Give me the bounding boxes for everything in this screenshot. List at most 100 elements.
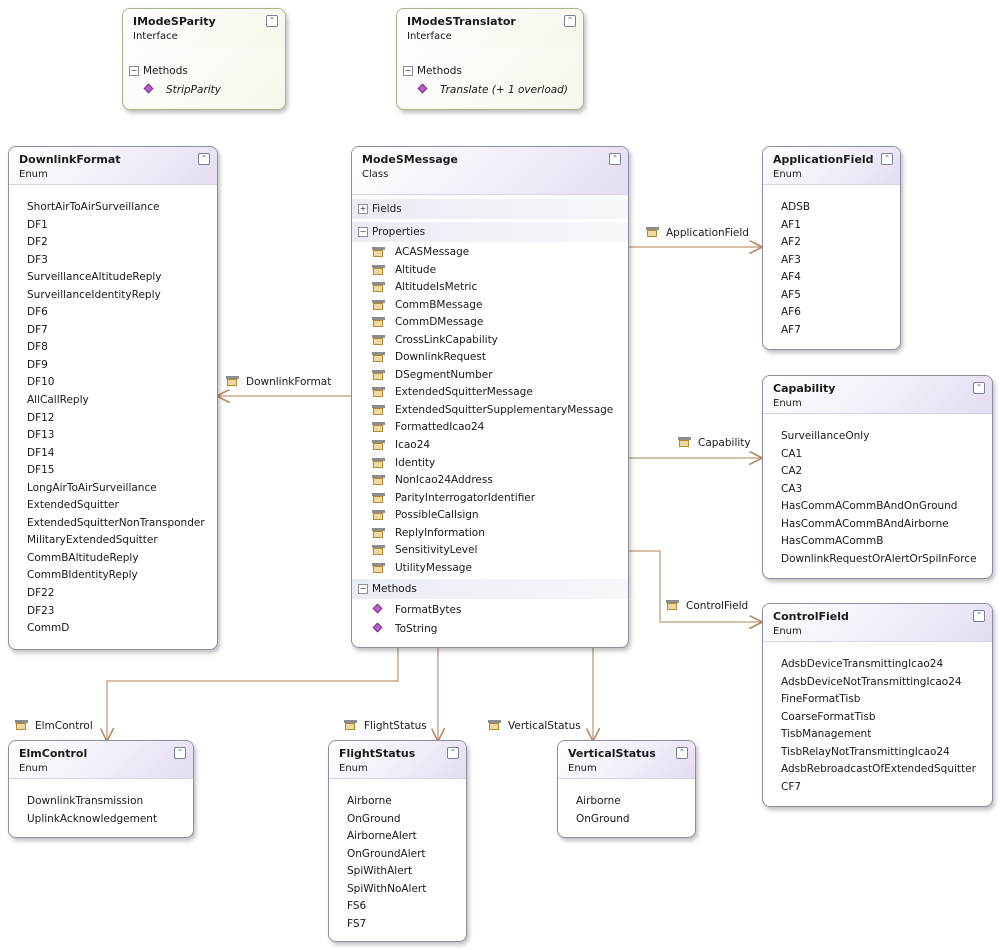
enum-value: AF5 (781, 288, 801, 301)
enum-title: ControlField (773, 610, 849, 623)
method-item: ToString (352, 620, 628, 639)
enum-value: DF23 (27, 604, 55, 617)
property-icon (226, 376, 239, 387)
enum-value: DF13 (27, 429, 55, 442)
label-capability: Capability (678, 435, 751, 451)
enum-capability[interactable]: Capability Enum ⌃ SurveillanceOnly CA1 C… (762, 375, 993, 579)
enum-vertical-status[interactable]: VerticalStatus Enum ⌃ Airborne OnGround (557, 740, 696, 838)
enum-value: FineFormatTisb (781, 693, 861, 706)
enum-value: DF1 (27, 218, 48, 231)
enum-flight-status[interactable]: FlightStatus Enum ⌃ Airborne OnGround Ai… (328, 740, 467, 942)
methods-section[interactable]: − Methods (352, 579, 628, 600)
interface-imodesparity[interactable]: IModeSParity Interface ⌃ − Methods Strip… (122, 8, 286, 110)
label-control-field: ControlField (666, 598, 748, 614)
property-icon (344, 720, 357, 731)
enum-value: DF7 (27, 323, 48, 336)
enum-value: CA1 (781, 447, 803, 460)
enum-value: DF15 (27, 464, 55, 477)
enum-value: AF2 (781, 236, 801, 249)
chevron-up-icon[interactable]: ⌃ (198, 153, 210, 165)
enum-value: AdsbDeviceNotTransmittingIcao24 (781, 675, 962, 688)
chevron-up-icon[interactable]: ⌃ (266, 15, 278, 27)
property-icon (666, 600, 679, 611)
enum-value: AF4 (781, 271, 801, 284)
property-item: UtilityMessage (352, 560, 628, 578)
property-icon (372, 457, 385, 469)
property-icon (372, 492, 385, 504)
minus-icon[interactable]: − (129, 66, 139, 76)
property-item: ExtendedSquitterMessage (352, 384, 628, 402)
label-elm-control: ElmControl (15, 718, 93, 734)
enum-value: CommD (27, 622, 70, 635)
enum-value: SurveillanceAltitudeReply (27, 271, 162, 284)
enum-value: DF2 (27, 236, 48, 249)
enum-application-field[interactable]: ApplicationField Enum ⌃ ADSB AF1 AF2 AF3… (762, 146, 901, 350)
properties-section[interactable]: − Properties (352, 222, 628, 242)
enum-title: ElmControl (19, 747, 88, 760)
chevron-up-icon[interactable]: ⌃ (174, 747, 186, 759)
chevron-up-icon[interactable]: ⌃ (973, 610, 985, 622)
property-icon (372, 369, 385, 381)
chevron-up-icon[interactable]: ⌃ (564, 15, 576, 27)
plus-icon[interactable]: + (358, 204, 368, 214)
interface-kind: Interface (407, 31, 452, 42)
enum-downlink-format[interactable]: DownlinkFormat Enum ⌃ ShortAirToAirSurve… (8, 146, 218, 650)
enum-value: AF6 (781, 306, 801, 319)
enum-value: HasCommACommBAndOnGround (781, 500, 958, 513)
property-icon (15, 720, 28, 731)
chevron-up-icon[interactable]: ⌃ (609, 153, 621, 165)
property-icon (372, 440, 385, 451)
enum-value: OnGround (576, 812, 630, 825)
minus-icon[interactable]: − (403, 66, 413, 76)
connector-control-field (627, 550, 761, 622)
label-application-field: ApplicationField (646, 225, 749, 241)
enum-value: AdsbDeviceTransmittingIcao24 (781, 658, 944, 670)
property-icon (678, 437, 691, 448)
enum-value: CA2 (781, 465, 803, 478)
interface-title: IModeSParity (133, 15, 216, 28)
methods-section[interactable]: − Methods (403, 65, 462, 77)
enum-value: DF10 (27, 376, 55, 389)
methods-section[interactable]: − Methods (129, 65, 188, 77)
enum-control-field[interactable]: ControlField Enum ⌃ AdsbDeviceTransmitti… (762, 603, 993, 807)
enum-value: DF9 (27, 358, 48, 371)
property-item: Identity (352, 455, 628, 473)
enum-value: DownlinkRequestOrAlertOrSpiInForce (781, 552, 977, 565)
enum-header: Capability Enum ⌃ (763, 376, 992, 414)
method-icon (143, 83, 154, 94)
enum-header: ControlField Enum ⌃ (763, 604, 992, 642)
enum-value: AF1 (781, 218, 801, 231)
enum-title: Capability (773, 382, 836, 395)
property-item: DSegmentNumber (352, 367, 628, 385)
chevron-up-icon[interactable]: ⌃ (881, 153, 893, 165)
enum-value: Airborne (347, 795, 392, 807)
fields-section[interactable]: + Fields (352, 199, 628, 219)
interface-imodestranslator[interactable]: IModeSTranslator Interface ⌃ − Methods T… (396, 8, 584, 110)
enum-kind: Enum (339, 763, 368, 774)
enum-elm-control[interactable]: ElmControl Enum ⌃ DownlinkTransmission U… (8, 740, 194, 838)
enum-value: TisbManagement (781, 728, 872, 741)
method-icon (372, 603, 383, 614)
enum-value: AllCallReply (27, 394, 89, 407)
enum-value: CF7 (781, 780, 802, 793)
connector-elm-control (107, 646, 399, 740)
enum-value: AdsbRebroadcastOfExtendedSquitter (781, 763, 976, 776)
enum-value: AirborneAlert (347, 830, 417, 843)
enum-title: ApplicationField (773, 153, 874, 166)
class-modesmessage[interactable]: ModeSMessage Class ⌃ + Fields − Properti… (351, 146, 629, 648)
chevron-up-icon[interactable]: ⌃ (676, 747, 688, 759)
property-item: SensitivityLevel (352, 542, 628, 560)
enum-value: FS7 (347, 917, 367, 930)
enum-value: OnGroundAlert (347, 847, 426, 860)
chevron-up-icon[interactable]: ⌃ (447, 747, 459, 759)
method-item: Translate (+ 1 overload) (397, 81, 583, 99)
minus-icon[interactable]: − (358, 227, 368, 237)
property-item: Altitude (352, 262, 628, 280)
enum-kind: Enum (773, 626, 802, 637)
enum-value: Airborne (576, 795, 621, 807)
enum-header: VerticalStatus Enum ⌃ (558, 741, 695, 779)
property-icon (372, 299, 385, 311)
minus-icon[interactable]: − (358, 584, 368, 595)
chevron-up-icon[interactable]: ⌃ (973, 382, 985, 394)
